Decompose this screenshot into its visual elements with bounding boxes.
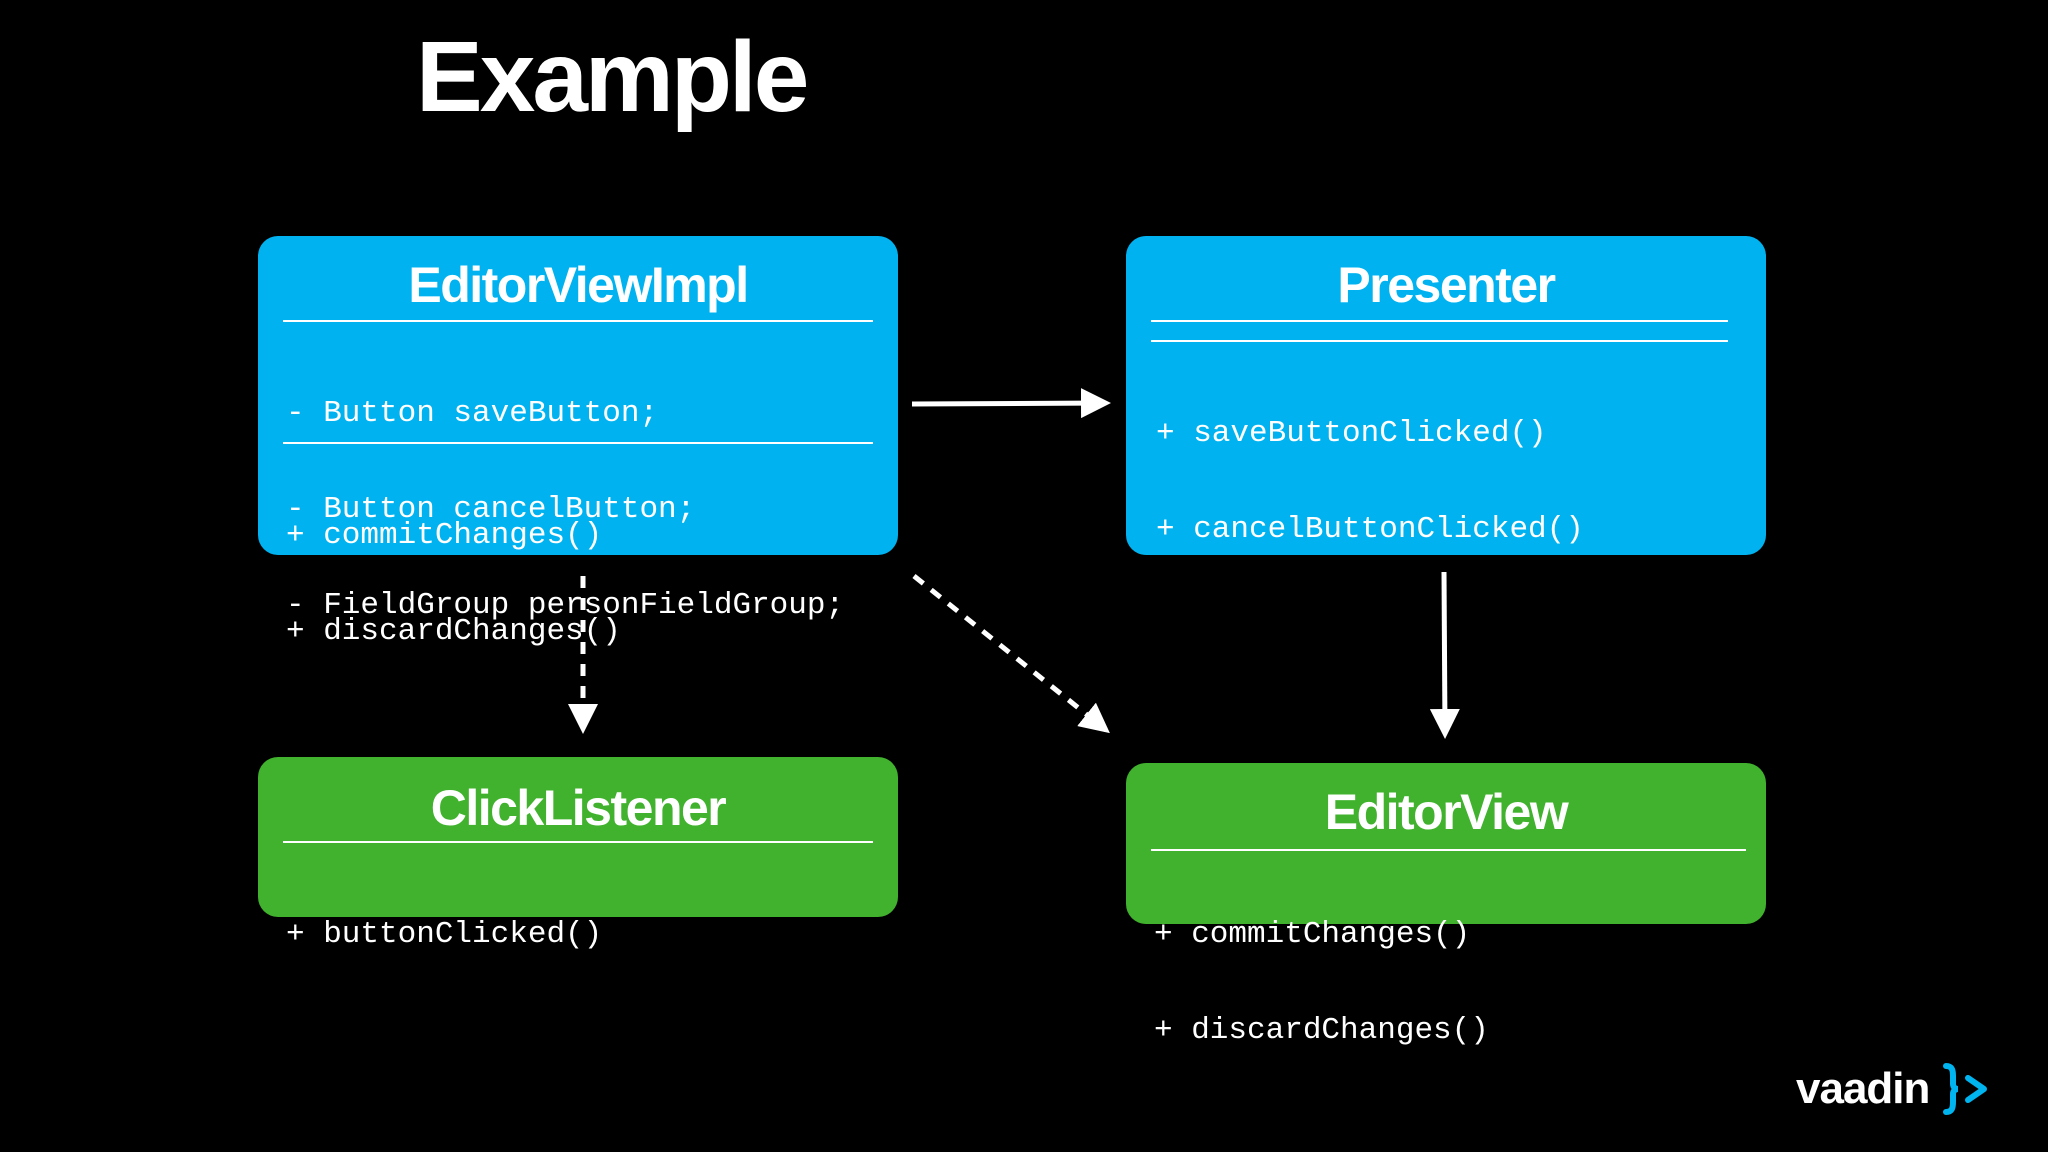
method-item: + buttonClicked() xyxy=(286,917,603,952)
arrow-presenter-to-editor-view xyxy=(1429,571,1460,739)
method-list: + commitChanges() + discardChanges() xyxy=(286,456,621,712)
interface-name-editor-view: EditorView xyxy=(1324,784,1569,840)
method-list: + commitChanges() + discardChanges() xyxy=(1154,855,1489,1111)
field-list: - Button saveButton; - Button cancelButt… xyxy=(286,334,844,686)
class-name-presenter: Presenter xyxy=(1337,257,1556,313)
method-item: + discardChanges() xyxy=(286,614,621,649)
class-name-divider xyxy=(283,320,873,322)
method-item: + cancelButtonClicked() xyxy=(1156,512,1584,547)
method-list: + saveButtonClicked() + cancelButtonClic… xyxy=(1156,354,1584,610)
slide-title: Example xyxy=(416,21,809,133)
interface-box-editor-view[interactable]: EditorView + commitChanges() + discardCh… xyxy=(1126,763,1766,1047)
method-item: + commitChanges() xyxy=(286,518,603,553)
class-name-divider xyxy=(1151,320,1728,322)
interface-name-divider xyxy=(1151,849,1746,851)
arrow-impl-to-editor-view xyxy=(912,574,1110,734)
method-item: + saveButtonClicked() xyxy=(1156,416,1547,451)
method-item: + discardChanges() xyxy=(1154,1013,1489,1048)
class-box-editor-view-impl[interactable]: EditorViewImpl - Button saveButton; - Bu… xyxy=(258,236,898,648)
field-item: - FieldGroup personFieldGroup; xyxy=(286,588,845,623)
interface-box-click-listener[interactable]: ClickListener + buttonClicked() xyxy=(258,757,898,951)
method-item: + commitChanges() xyxy=(1154,917,1471,952)
fields-divider xyxy=(1151,340,1728,342)
logo-bracket-icon xyxy=(1942,1063,1987,1115)
class-name-editor-view-impl: EditorViewImpl xyxy=(408,257,749,313)
method-list: + buttonClicked() xyxy=(286,855,602,1015)
interface-name-click-listener: ClickListener xyxy=(430,780,727,836)
arrow-impl-to-presenter xyxy=(911,388,1111,419)
fields-divider xyxy=(283,442,873,444)
field-item: - Button cancelButton; xyxy=(286,492,696,527)
vaadin-logo: vaadin xyxy=(1796,1062,1990,1118)
class-box-presenter[interactable]: Presenter + saveButtonClicked() + cancel… xyxy=(1126,236,1766,555)
field-item: - Button saveButton; xyxy=(286,396,659,431)
interface-name-divider xyxy=(283,841,873,843)
logo-wordmark: vaadin xyxy=(1796,1064,1930,1113)
